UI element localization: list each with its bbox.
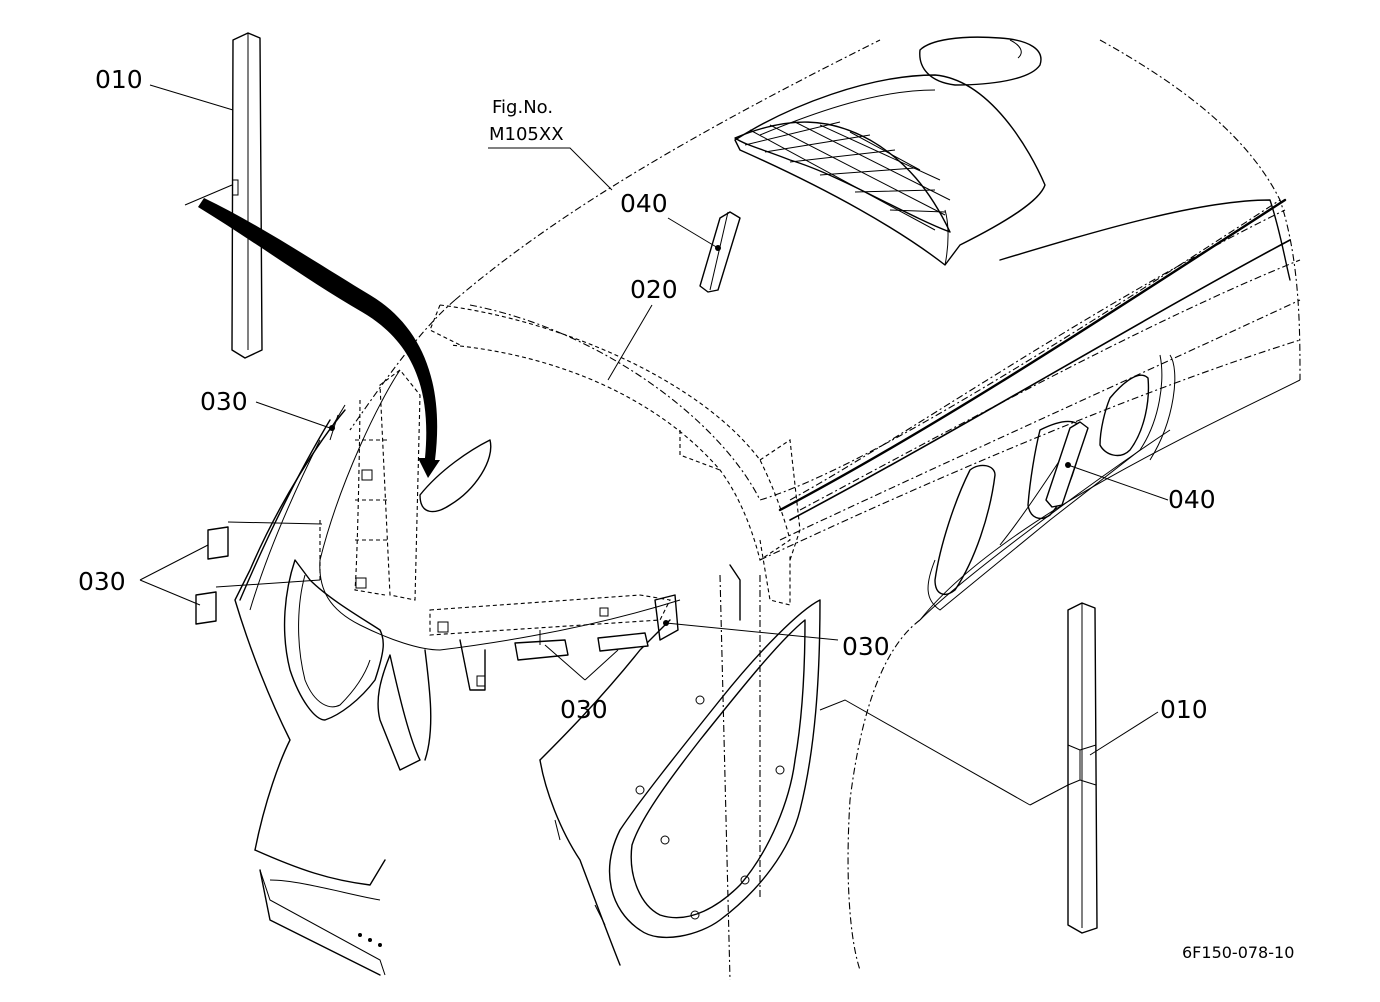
part-040-side bbox=[1045, 421, 1089, 508]
cab-body bbox=[349, 36, 1301, 971]
callout-030-center-right: 030 bbox=[842, 632, 890, 661]
fig-label: Fig.No. bbox=[492, 97, 553, 118]
front-frame bbox=[319, 304, 801, 651]
part-010-top bbox=[184, 32, 263, 359]
leader-lines bbox=[139, 84, 1169, 806]
right-door bbox=[459, 564, 821, 981]
callout-040-right: 040 bbox=[1168, 485, 1216, 514]
callout-010-bottom: 010 bbox=[1160, 695, 1208, 724]
callout-040-top: 040 bbox=[620, 189, 668, 218]
part-040-top bbox=[699, 211, 741, 293]
callout-020: 020 bbox=[630, 275, 678, 304]
callout-010-top: 010 bbox=[95, 65, 143, 94]
left-pillar bbox=[234, 409, 432, 976]
fig-number: M105XX bbox=[489, 124, 564, 145]
part-010-bottom bbox=[1067, 602, 1098, 934]
callout-030-bottom: 030 bbox=[560, 695, 608, 724]
callout-030-left: 030 bbox=[78, 567, 126, 596]
drawing-code: 6F150-078-10 bbox=[1182, 943, 1294, 962]
callout-030-upper: 030 bbox=[200, 387, 248, 416]
part-030-pads bbox=[195, 404, 679, 661]
mesh-grill bbox=[734, 121, 951, 233]
side-louvers bbox=[919, 354, 1176, 621]
